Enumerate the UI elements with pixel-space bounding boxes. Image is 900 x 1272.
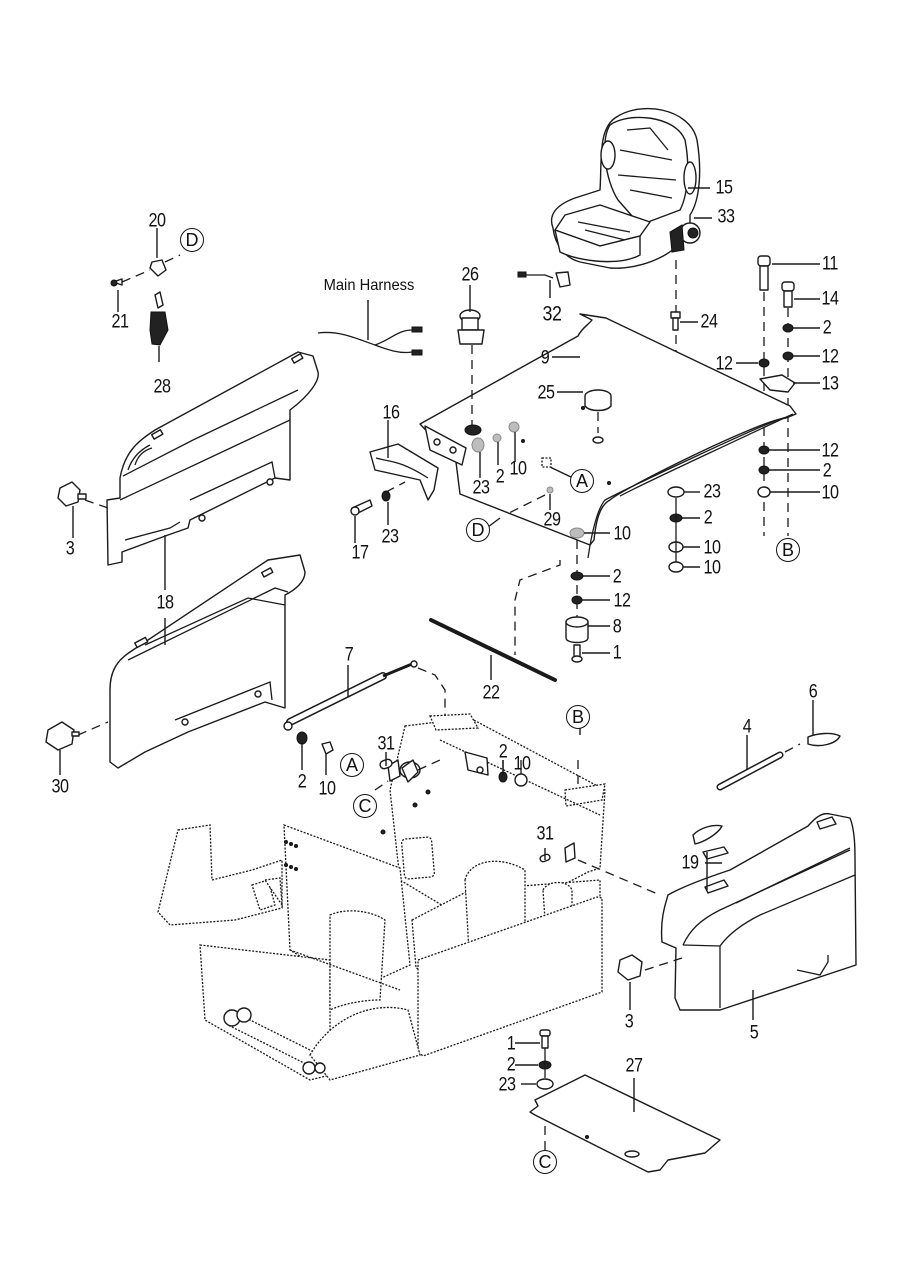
label-part-10-a: 10	[821, 482, 839, 504]
label-part-30: 30	[51, 776, 69, 798]
label-part-2-f: 2	[297, 771, 307, 793]
label-part-2-a: 2	[822, 317, 832, 339]
label-part-27: 27	[625, 1055, 643, 1077]
label-part-12-b: 12	[715, 353, 733, 375]
left-side-cover-upper-part-18	[106, 351, 319, 566]
label-part-33: 33	[717, 206, 735, 228]
label-part-32: 32	[542, 302, 562, 326]
label-part-28: 28	[153, 376, 171, 398]
seat-part-15	[550, 107, 701, 269]
label-part-10-f: 10	[318, 778, 336, 800]
label-part-24: 24	[700, 311, 718, 333]
label-part-20: 20	[148, 210, 166, 232]
callout-c-bottom: C	[533, 1150, 557, 1174]
label-part-10-g: 10	[513, 753, 531, 775]
grip-part-16	[350, 443, 439, 516]
label-part-10-e: 10	[613, 523, 631, 545]
label-part-10-b: 10	[509, 458, 527, 480]
label-part-9: 9	[540, 347, 550, 369]
nut-a-on-plate	[541, 457, 611, 485]
main-harness-wire	[317, 326, 423, 356]
label-part-7: 7	[344, 644, 354, 666]
label-part-23-b: 23	[381, 526, 399, 548]
label-part-3-b: 3	[624, 1011, 634, 1033]
label-part-2-e: 2	[612, 566, 622, 588]
label-part-2-d: 2	[703, 507, 713, 529]
label-part-29: 29	[543, 509, 561, 531]
label-part-2-g: 2	[498, 741, 508, 763]
label-part-17: 17	[351, 542, 369, 564]
callout-c-frame: C	[353, 794, 377, 818]
callout-b-frame: B	[566, 705, 590, 729]
label-part-22: 22	[482, 682, 500, 704]
label-part-14: 14	[821, 288, 839, 310]
rail-part-4-latch-6	[716, 732, 841, 791]
label-part-25: 25	[537, 382, 555, 404]
label-part-10-c: 10	[703, 537, 721, 559]
label-part-12-d: 12	[613, 590, 631, 612]
label-part-6: 6	[808, 681, 818, 703]
left-side-cover-lower-part-18	[109, 554, 306, 769]
label-part-21: 21	[111, 311, 129, 333]
label-part-1-a: 1	[612, 642, 622, 664]
label-part-10-d: 10	[703, 557, 721, 579]
label-part-11: 11	[822, 253, 838, 275]
label-part-31-a: 31	[377, 733, 395, 755]
label-part-12-a: 12	[821, 346, 839, 368]
floor-plate-part-27	[529, 1029, 721, 1173]
latch-parts-20-21-28	[110, 254, 181, 346]
label-part-31-b: 31	[536, 823, 554, 845]
leader-lines	[59, 187, 820, 1112]
knob-part-3-left	[57, 481, 109, 509]
label-part-2-c: 2	[495, 466, 505, 488]
label-part-12-c: 12	[821, 440, 839, 462]
machine-frame	[157, 713, 606, 1081]
label-part-26: 26	[461, 264, 479, 286]
label-part-23-a: 23	[472, 477, 490, 499]
seat-plate-part-9	[419, 313, 797, 559]
label-part-19: 19	[681, 852, 699, 874]
callout-b-right: B	[776, 538, 800, 562]
main-harness-label: Main Harness	[323, 277, 415, 294]
seat-switch-part-32	[517, 271, 571, 288]
callout-d-plate: D	[466, 518, 490, 542]
gas-spring-part-7	[283, 660, 446, 755]
label-part-3-a: 3	[65, 538, 75, 560]
label-part-13: 13	[821, 373, 839, 395]
label-part-15: 15	[715, 177, 733, 199]
callout-d-top: D	[180, 228, 204, 252]
right-washer-stack	[667, 486, 685, 573]
knob-part-30	[45, 721, 109, 751]
cap-part-25	[581, 389, 612, 444]
right-side-cover-part-5	[617, 812, 857, 1011]
callout-a-spring: A	[340, 753, 364, 777]
pin-part-29	[487, 486, 554, 528]
label-part-23-d: 23	[498, 1074, 516, 1096]
label-part-2-h: 2	[506, 1054, 516, 1076]
label-part-8: 8	[612, 616, 622, 638]
label-part-23-c: 23	[703, 481, 721, 503]
rod-part-22	[429, 560, 561, 682]
label-part-4: 4	[742, 716, 752, 738]
label-part-1-b: 1	[506, 1033, 516, 1055]
label-part-16: 16	[382, 402, 400, 424]
label-part-5: 5	[749, 1022, 759, 1044]
callout-a-plate: A	[570, 469, 594, 493]
label-part-18: 18	[156, 592, 174, 614]
switch-part-26	[457, 309, 525, 453]
mount-stack	[565, 527, 589, 663]
label-part-2-b: 2	[822, 460, 832, 482]
